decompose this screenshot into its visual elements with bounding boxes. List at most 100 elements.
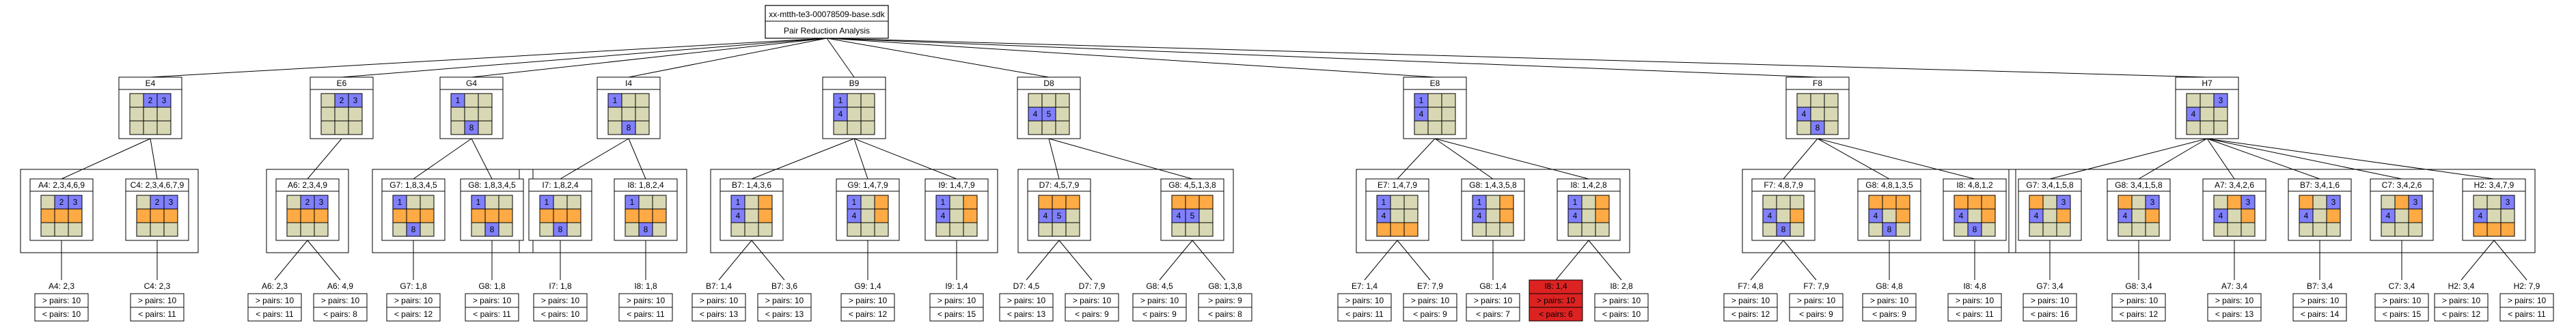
grid-cell-number: 4: [1768, 211, 1772, 221]
fewer-pairs-box: [1403, 307, 1457, 322]
connector-line: [2206, 138, 2402, 180]
grid-cell: [1403, 208, 1419, 223]
candidate-node-label: D7: 4,5,7,9: [1039, 180, 1080, 190]
grid-cell: [1171, 222, 1186, 237]
grid-cell: [1868, 222, 1883, 237]
grid-cell: [566, 195, 581, 210]
fewer-pairs-box: [1947, 307, 2002, 322]
grid-cell: [860, 222, 875, 237]
pair-result-node: G7: 3,4> pairs: 10< pairs: 16: [2023, 281, 2077, 322]
grid-cell: [2200, 93, 2215, 108]
grid-cell: [2131, 195, 2146, 210]
candidate-node: I7: 1,8,2,418: [528, 178, 592, 241]
grid-cell: [1824, 93, 1839, 108]
pair-result-node: I8: 1,4> pairs: 10< pairs: 6: [1529, 279, 1583, 322]
grid-cell-number: 4: [1874, 211, 1878, 221]
connector-line: [2138, 138, 2208, 180]
greater-pairs-count: > pairs: 10: [256, 296, 294, 305]
grid-cell: [406, 195, 421, 210]
pair-result-node: G7: 1,8> pairs: 10< pairs: 12: [386, 281, 441, 322]
pair-result-title: A4: 2,3: [49, 281, 74, 291]
candidate-node-label: G8: 3,4,1,5,8: [2115, 180, 2163, 190]
grid-cell: [2486, 195, 2502, 210]
fewer-pairs-box: [1198, 307, 1252, 322]
grid-cell: [2381, 222, 2396, 237]
pair-result-title: I8: 4,8: [1963, 281, 1986, 291]
connector-line: [1159, 240, 1193, 281]
grid-cell-number: 3: [2150, 197, 2155, 207]
grid-cell: [136, 222, 151, 237]
pair-result-title: H2: 7,9: [2514, 281, 2540, 291]
grid-cell-number: 4: [2304, 211, 2309, 221]
grid-cell: [553, 208, 568, 223]
pair-result-title: B7: 3,4: [2307, 281, 2333, 291]
connector-line: [826, 38, 855, 78]
candidate-node-label: G8: 1,8,3,4,5: [468, 180, 516, 190]
greater-pairs-count: > pairs: 10: [394, 296, 433, 305]
grid-cell-number: 3: [2331, 197, 2336, 207]
fewer-pairs-count: < pairs: 12: [849, 309, 888, 319]
fewer-pairs-count: < pairs: 11: [1345, 309, 1384, 319]
group-frames: [20, 169, 2536, 253]
pair-result-title: G8: 1,8: [478, 281, 506, 291]
candidate-group-frame: [1356, 169, 1630, 253]
grid-cell: [1595, 195, 1610, 210]
grid-cell: [2326, 208, 2341, 223]
connector-line: [560, 138, 629, 180]
grid-cell-number: 8: [411, 225, 416, 234]
candidate-node-label: G8: 4,8,1,3,5: [1865, 180, 1913, 190]
grid-cell: [607, 107, 622, 122]
pair-result-node: I9: 1,4> pairs: 10< pairs: 15: [929, 281, 984, 322]
greater-pairs-count: > pairs: 10: [2301, 296, 2340, 305]
connector-line: [751, 240, 785, 281]
pair-result-node: F7: 4,8> pairs: 10< pairs: 12: [1723, 281, 1778, 322]
level1-node-label: E8: [1430, 79, 1440, 88]
greater-pairs-count: > pairs: 10: [1411, 296, 1450, 305]
grid-cell: [2213, 107, 2228, 122]
grid-cell: [652, 208, 667, 223]
grid-cell: [949, 222, 964, 237]
candidate-node: B7: 1,4,3,614: [720, 178, 784, 241]
grid-cell: [2118, 195, 2133, 210]
candidate-node-label: G9: 1,4,7,9: [847, 180, 888, 190]
fewer-pairs-box: [34, 307, 89, 322]
grid-cell-number: 2: [148, 96, 153, 105]
grid-cell: [2118, 222, 2133, 237]
grid-cell: [334, 120, 349, 135]
fewer-pairs-count: < pairs: 11: [473, 309, 511, 319]
grid-cell: [1595, 208, 1610, 223]
grid-cell-number: 2: [59, 197, 64, 207]
grid-cell: [652, 222, 667, 237]
grid-cell-number: 1: [545, 197, 549, 207]
grid-cell-number: 4: [1802, 109, 1807, 119]
grid-cell: [484, 195, 499, 210]
grid-cell-number: 1: [613, 96, 618, 105]
grid-cell: [1390, 222, 1405, 237]
grid-cell-number: 4: [2478, 211, 2483, 221]
grid-cell: [1776, 208, 1791, 223]
grid-cell: [150, 222, 165, 237]
grid-cell-number: 8: [558, 225, 563, 234]
pair-result-title: C7: 3,4: [2389, 281, 2415, 291]
connector-line: [1817, 138, 1975, 180]
grid-cell: [1041, 120, 1056, 135]
connector-line: [2493, 240, 2527, 281]
grid-cell: [2486, 208, 2502, 223]
grid-cell-number: 1: [852, 197, 857, 207]
fewer-pairs-box: [691, 307, 746, 322]
grid-cell: [150, 208, 165, 223]
fewer-pairs-count: < pairs: 11: [1956, 309, 1994, 319]
grid-cell-number: 1: [1573, 197, 1578, 207]
grid-cell: [638, 195, 653, 210]
grid-cell: [320, 107, 335, 122]
grid-cell-number: 4: [1477, 211, 1482, 221]
fewer-pairs-box: [999, 307, 1054, 322]
grid-cell: [949, 195, 964, 210]
pair-result-title: A6: 4,9: [327, 281, 353, 291]
connector-line: [1434, 138, 1494, 180]
grid-cell-number: 4: [2034, 211, 2039, 221]
grid-cell-number: 4: [1043, 211, 1048, 221]
greater-pairs-count: > pairs: 10: [2120, 296, 2159, 305]
pair-result-node: G8: 1,4> pairs: 10< pairs: 7: [1466, 281, 1520, 322]
